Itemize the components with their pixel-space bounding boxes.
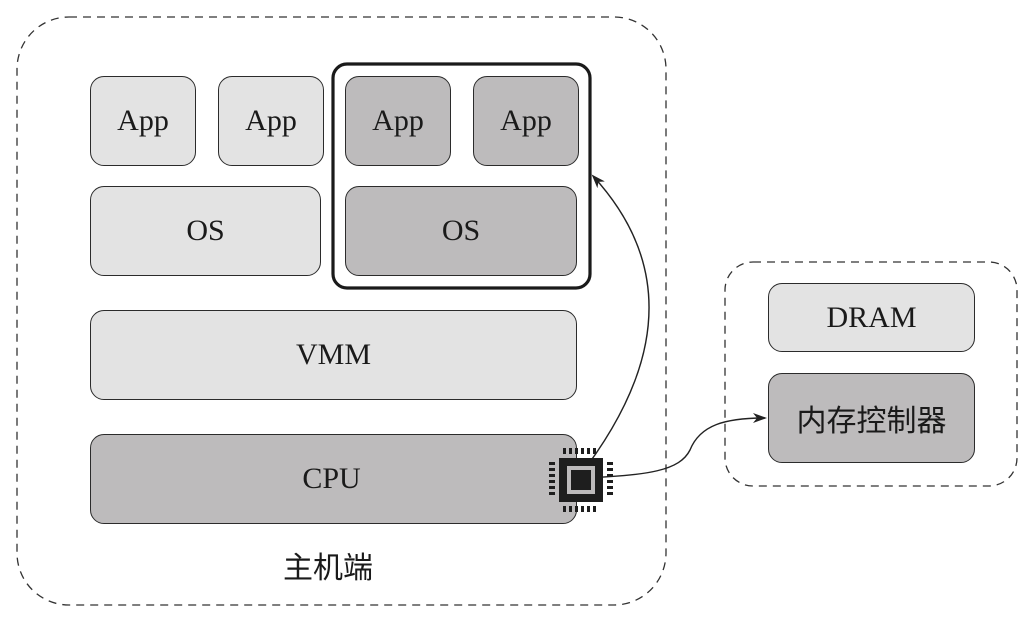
app-box-3: App	[345, 76, 451, 166]
cpu-box: CPU	[90, 434, 613, 524]
os-label: OS	[186, 214, 225, 247]
memory-boundary	[724, 261, 1018, 487]
dram-box: DRAM	[768, 283, 975, 352]
app-box-4: App	[473, 76, 579, 166]
app-label: App	[117, 104, 169, 137]
app-box-2: App	[218, 76, 324, 166]
vmm-label: VMM	[295, 338, 371, 371]
os-box-right: OS	[345, 186, 577, 276]
memory-controller-label: 内存控制器	[796, 405, 947, 438]
app-label: App	[372, 104, 424, 137]
cpu-chip-icon	[549, 448, 613, 512]
dram-label: DRAM	[826, 300, 917, 334]
cpu-label: CPU	[302, 462, 361, 495]
memory-controller-box: 内存控制器	[768, 373, 975, 463]
cpu-to-controller-arrow	[577, 413, 767, 479]
host-boundary	[16, 16, 667, 606]
app-label: App	[245, 104, 297, 137]
app-box-1: App	[90, 76, 196, 166]
cpu-to-vm-arrow	[577, 174, 650, 479]
app-label: App	[500, 104, 552, 137]
os-box-left: OS	[90, 186, 321, 276]
vm-group-highlight	[331, 62, 592, 290]
os-label: OS	[441, 214, 481, 247]
host-label: 主机端	[283, 552, 373, 585]
vmm-box: VMM	[90, 310, 577, 400]
